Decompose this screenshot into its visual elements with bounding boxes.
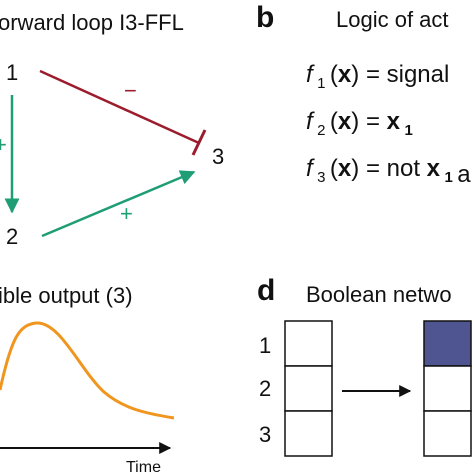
- output-curve: [0, 321, 175, 420]
- f3-sub: 3: [317, 169, 325, 186]
- f3-rhs-x: x: [427, 155, 441, 182]
- row-label-3: 3: [259, 422, 271, 447]
- row-label-2: 2: [259, 376, 271, 401]
- panel-b: b Logic of act f 1 (x) = signal f 2 (x) …: [256, 1, 471, 188]
- state-after-cell-2: [423, 365, 472, 412]
- f1-rhs: signal: [387, 61, 450, 88]
- activation-sign-left: +: [0, 132, 7, 157]
- f2-rhs-sub: 1: [404, 122, 412, 139]
- f3-rhs-tail: a: [457, 161, 471, 188]
- activation-edge-2-3: [41, 170, 196, 238]
- panel-a-title: orward loop I3-FFL: [0, 10, 184, 35]
- repression-bar: [191, 129, 207, 156]
- panel-b-letter: b: [256, 1, 274, 34]
- logic-f1: f 1 (x) = signal: [306, 61, 449, 92]
- node-3-label: 3: [212, 144, 224, 169]
- state-after: [423, 320, 472, 457]
- f2-x: x: [338, 108, 352, 135]
- repression-edge-1-3: [39, 69, 200, 145]
- f1-sub: 1: [317, 75, 325, 92]
- panel-d-letter: d: [257, 274, 275, 307]
- f2-f: f: [306, 108, 315, 135]
- row-label-1: 1: [259, 333, 271, 358]
- logic-f3: f 3 (x) = not x 1 a: [306, 155, 471, 188]
- state-after-cell-3: [423, 410, 472, 457]
- panel-a: orward loop I3-FFL 1 2 3 − + +: [0, 10, 224, 249]
- state-before-cell-1: [284, 320, 333, 367]
- time-axis-label: Time: [126, 459, 161, 474]
- f2-rhs-x: x: [387, 108, 401, 135]
- f2-sub: 2: [317, 122, 325, 139]
- state-before-cell-3: [284, 410, 333, 457]
- f3-f: f: [306, 155, 315, 182]
- f3-x: x: [338, 155, 352, 182]
- state-before: [284, 320, 333, 457]
- panel-c: ible output (3) Time: [0, 283, 175, 474]
- state-after-cell-1: [423, 320, 472, 367]
- f3-rhs-not: not: [387, 155, 421, 182]
- panel-d: d Boolean netwo 1 2 3: [257, 274, 472, 457]
- repression-sign: −: [124, 78, 137, 103]
- node-2-label: 2: [6, 224, 18, 249]
- f1-x: x: [338, 61, 352, 88]
- panel-d-title: Boolean netwo: [306, 282, 452, 307]
- f3-rhs-sub: 1: [444, 169, 452, 186]
- activation-sign-bottom: +: [120, 201, 133, 226]
- f1-f: f: [306, 61, 315, 88]
- node-1-label: 1: [6, 60, 18, 85]
- panel-b-title: Logic of act: [336, 7, 449, 32]
- logic-f2: f 2 (x) = x 1: [306, 108, 413, 139]
- state-before-cell-2: [284, 365, 333, 412]
- panel-c-title: ible output (3): [0, 283, 133, 308]
